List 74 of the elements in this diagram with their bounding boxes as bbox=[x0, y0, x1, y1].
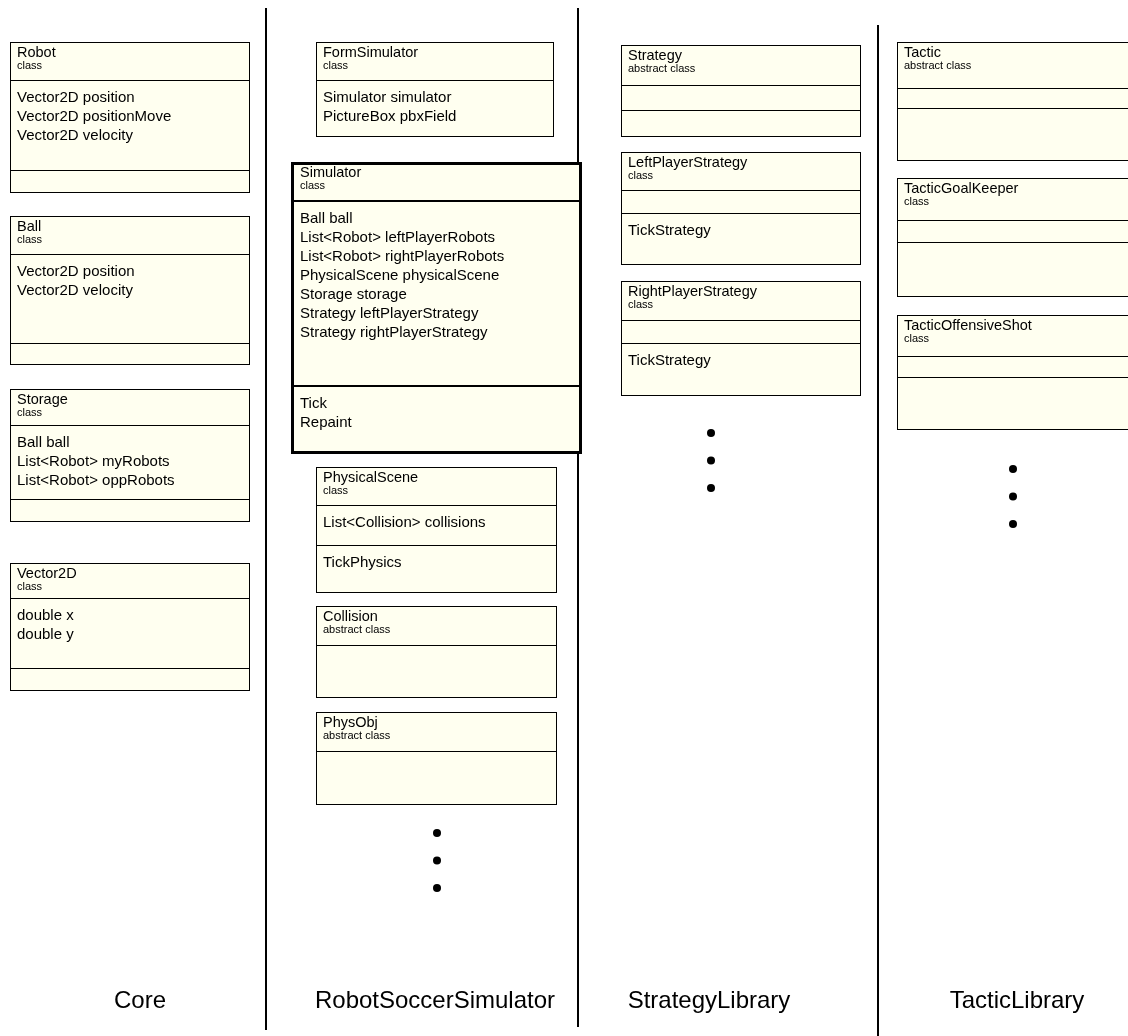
class-box bbox=[316, 606, 557, 698]
method-text: TickStrategy bbox=[628, 350, 711, 369]
class-box bbox=[291, 162, 582, 454]
class-box bbox=[316, 712, 557, 805]
attribute-text: PictureBox pbxField bbox=[323, 106, 457, 125]
attribute-text: Strategy leftPlayerStrategy bbox=[300, 303, 479, 322]
method-text: Repaint bbox=[300, 412, 352, 431]
attribute-text: List<Robot> oppRobots bbox=[17, 470, 175, 489]
stereotype-text: abstract class bbox=[323, 624, 391, 635]
class-box bbox=[10, 42, 250, 193]
class-name: TacticOffensiveShot bbox=[904, 317, 1032, 333]
stereotype-text: class bbox=[17, 407, 43, 418]
class-box bbox=[897, 42, 1128, 161]
method-text: TickPhysics bbox=[323, 552, 402, 571]
class-box bbox=[621, 45, 861, 137]
attribute-text: Vector2D positionMove bbox=[17, 106, 172, 125]
attribute-text: double y bbox=[17, 624, 74, 643]
attribute-text: Strategy rightPlayerStrategy bbox=[300, 322, 488, 341]
class-name: Tactic bbox=[904, 44, 942, 60]
class-box bbox=[621, 152, 861, 265]
class-name: RightPlayerStrategy bbox=[628, 283, 757, 299]
stereotype-text: class bbox=[904, 333, 930, 344]
attribute-text: Vector2D position bbox=[17, 261, 135, 280]
stereotype-text: abstract class bbox=[904, 60, 972, 71]
column-title: StrategyLibrary bbox=[627, 986, 791, 1014]
attribute-text: Simulator simulator bbox=[323, 87, 452, 106]
class-name: PhysicalScene bbox=[323, 469, 419, 485]
attribute-text: double x bbox=[17, 605, 74, 624]
attribute-text: Vector2D velocity bbox=[17, 125, 133, 144]
class-box bbox=[10, 389, 250, 522]
attribute-text: List<Robot> myRobots bbox=[17, 451, 170, 470]
class-name: PhysObj bbox=[323, 714, 378, 730]
class-name: FormSimulator bbox=[323, 44, 419, 60]
column-title: TacticLibrary bbox=[949, 986, 1085, 1014]
class-name: Strategy bbox=[628, 47, 682, 63]
class-name: TacticGoalKeeper bbox=[904, 180, 1019, 196]
class-name: Robot bbox=[17, 44, 56, 60]
attribute-text: PhysicalScene physicalScene bbox=[300, 265, 500, 284]
stereotype-text: class bbox=[17, 234, 43, 245]
attribute-text: Vector2D position bbox=[17, 87, 135, 106]
attribute-text: Storage storage bbox=[300, 284, 407, 303]
stereotype-text: abstract class bbox=[628, 63, 696, 74]
class-box bbox=[316, 42, 554, 137]
class-name: Ball bbox=[17, 218, 42, 234]
stereotype-text: class bbox=[904, 196, 930, 207]
attribute-text: List<Robot> rightPlayerRobots bbox=[300, 246, 505, 265]
stereotype-text: class bbox=[628, 170, 654, 181]
class-name: Vector2D bbox=[17, 565, 77, 581]
stereotype-text: class bbox=[17, 60, 43, 71]
attribute-text: List<Robot> leftPlayerRobots bbox=[300, 227, 496, 246]
attribute-text: Vector2D velocity bbox=[17, 280, 133, 299]
stereotype-text: class bbox=[17, 581, 43, 592]
stereotype-text: abstract class bbox=[323, 730, 391, 741]
class-name: Storage bbox=[17, 391, 68, 407]
class-name: LeftPlayerStrategy bbox=[628, 154, 748, 170]
method-text: Tick bbox=[300, 393, 327, 412]
stereotype-text: class bbox=[628, 299, 654, 310]
attribute-text: Ball ball bbox=[17, 432, 70, 451]
stereotype-text: class bbox=[300, 180, 326, 191]
stereotype-text: class bbox=[323, 485, 349, 496]
class-box bbox=[897, 178, 1128, 297]
class-box bbox=[621, 281, 861, 396]
attribute-text: List<Collision> collisions bbox=[323, 512, 486, 531]
attribute-text: Ball ball bbox=[300, 208, 353, 227]
method-text: TickStrategy bbox=[628, 220, 711, 239]
class-name: Simulator bbox=[300, 164, 362, 180]
class-box bbox=[10, 563, 250, 691]
stereotype-text: class bbox=[323, 60, 349, 71]
column-title: RobotSoccerSimulator bbox=[314, 986, 556, 1014]
class-name: Collision bbox=[323, 608, 378, 624]
column-title: Core bbox=[114, 986, 166, 1014]
class-box bbox=[10, 216, 250, 365]
class-box bbox=[897, 315, 1128, 430]
class-box bbox=[316, 467, 557, 593]
